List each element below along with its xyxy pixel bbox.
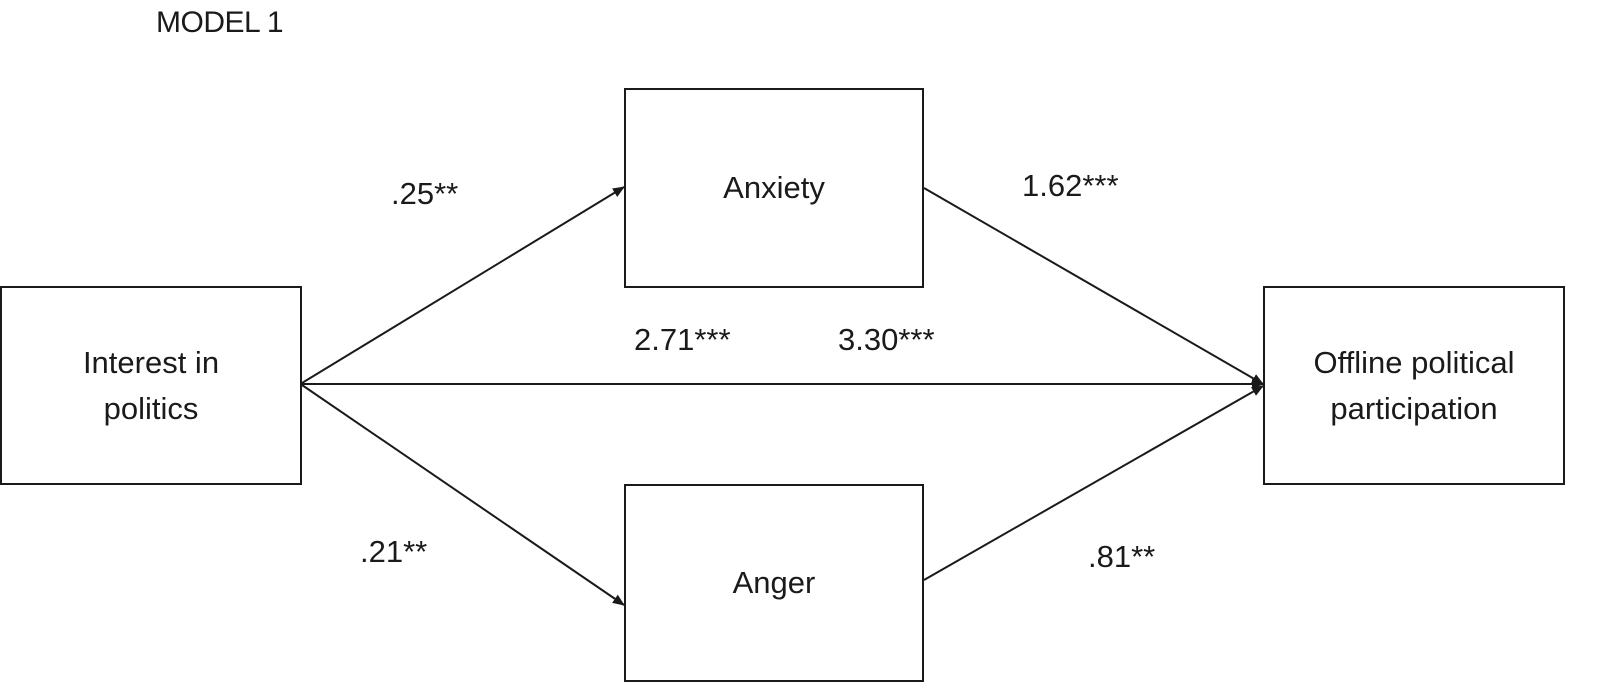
coefficient-anger-to-offline: .81**: [1088, 539, 1156, 574]
arrow-interest-to-anxiety: [301, 186, 625, 384]
node-label: Interest in politics: [82, 344, 220, 426]
coefficient-total-effect: 2.71***: [634, 322, 731, 357]
arrow-anxiety-to-offline: [923, 187, 1264, 385]
node-label: Offline political participation: [1313, 344, 1515, 426]
coefficient-interest-to-anxiety: .25**: [391, 176, 459, 211]
diagram-title: MODEL 1: [156, 6, 284, 39]
arrow-interest-to-anger: [301, 384, 625, 606]
node-anxiety: Anxiety: [624, 88, 924, 288]
node-label: Anger: [732, 565, 816, 600]
arrow-anger-to-offline: [923, 385, 1264, 581]
coefficient-direct-effect: 3.30***: [838, 322, 935, 357]
node-offline-political-participation: Offline political participation: [1263, 286, 1565, 485]
node-interest-in-politics: Interest in politics: [0, 286, 302, 485]
node-anger: Anger: [624, 484, 924, 682]
node-label: Anxiety: [723, 170, 825, 205]
coefficient-interest-to-anger: .21**: [360, 534, 428, 569]
coefficient-anxiety-to-offline: 1.62***: [1022, 168, 1119, 203]
